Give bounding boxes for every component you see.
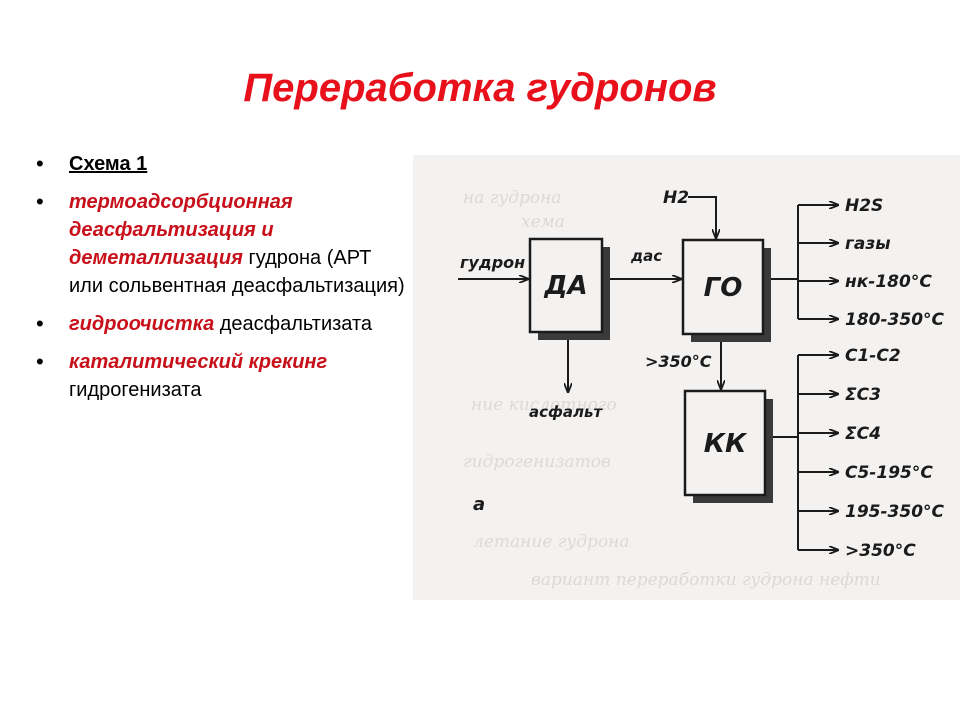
bullet-dot: •: [36, 151, 44, 176]
bullet-cracking-text: гидрогенизата: [69, 379, 202, 401]
go-product-label: 180-350°С: [845, 310, 945, 330]
hot-fraction-label: >350°С: [645, 352, 712, 371]
scheme-letter: а: [473, 494, 485, 515]
bullet-deasphalting-text: гудрона (АРТ или сольвентная деасфальтиз…: [69, 247, 405, 297]
bullet-hydrotreating: • гидроочистка деасфальтизата: [36, 310, 406, 338]
go-product-label: газы: [845, 234, 891, 254]
kk-product-label: 195-350°С: [845, 502, 945, 522]
go-product-label: H2S: [845, 196, 883, 216]
bullet-cracking: • каталитический крекинг гидрогенизата: [36, 348, 406, 404]
kk-product-label: C1-C2: [845, 346, 901, 366]
feed-label: гудрон: [460, 253, 525, 272]
ghost-text: на гудрона: [463, 188, 561, 208]
ghost-text: ние кислотного: [471, 395, 617, 415]
scheme-svg: на гудрона хема ние кислотного гидрогени…: [458, 188, 945, 590]
scheme-label: Схема 1: [69, 153, 148, 175]
ghost-text: хема: [521, 212, 565, 232]
go-box-label: ГО: [704, 273, 743, 303]
bullet-hydrotreating-text: деасфальтизата: [214, 313, 373, 335]
go-box: [681, 238, 765, 336]
da-box: [528, 237, 604, 334]
ghost-text: летание гудрона: [473, 532, 629, 552]
das-label: дас: [630, 247, 662, 265]
kk-box-label: КК: [704, 429, 748, 459]
go-product-label: нк-180°С: [845, 272, 932, 292]
process-scheme: на гудрона хема ние кислотного гидрогени…: [413, 155, 960, 600]
bullet-deasphalting: • термоадсорбционная деасфальтизация и д…: [36, 188, 406, 300]
h2-arrow: [688, 196, 716, 238]
bullet-list: • Схема 1 • термоадсорбционная деасфальт…: [36, 150, 406, 414]
da-box-label: ДА: [543, 271, 587, 301]
h2-label: H2: [663, 188, 689, 208]
kk-product-label: ΣC4: [845, 424, 881, 444]
kk-box: [683, 389, 767, 497]
ghost-text: гидрогенизатов: [463, 452, 611, 472]
slide-title: Переработка гудронов: [243, 66, 717, 110]
asphalt-label: асфальт: [529, 403, 603, 421]
bullet-hydrotreating-term: гидроочистка: [69, 313, 215, 335]
bullet-dot: •: [36, 311, 44, 336]
kk-product-label: ΣC3: [845, 385, 881, 405]
kk-product-label: >350°С: [845, 541, 916, 561]
ghost-text: вариант переработки гудрона нефти: [531, 570, 881, 590]
bullet-dot: •: [36, 189, 44, 214]
bullet-scheme: • Схема 1: [36, 150, 406, 178]
bullet-dot: •: [36, 349, 44, 374]
kk-product-label: C5-195°С: [845, 463, 933, 483]
bullet-cracking-term: каталитический крекинг: [69, 351, 328, 373]
bullet-deasphalting-term: термоадсорбционная деасфальтизация и дем…: [69, 191, 293, 269]
